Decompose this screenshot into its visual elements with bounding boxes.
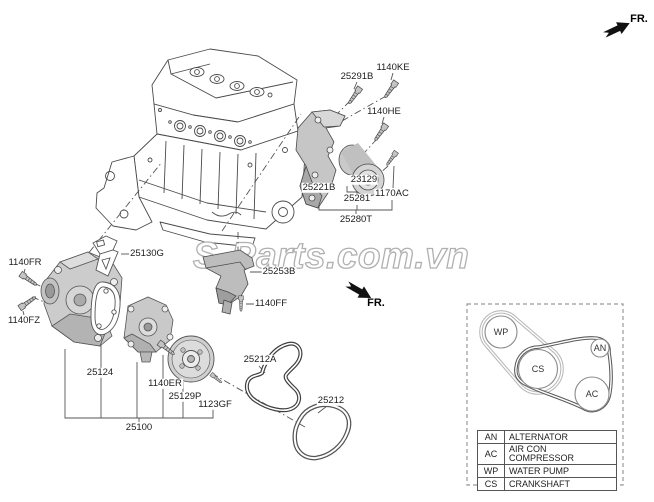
pulley-25129P-illustration (167, 335, 215, 383)
legend-name: AIR CON COMPRESSOR (504, 443, 617, 465)
legend-row-an: AN ALTERNATOR (477, 430, 617, 444)
part-label-1140FZ: 1140FZ (6, 314, 42, 327)
bolt-1140FF-icon (238, 295, 244, 312)
part-label-25100: 25100 (124, 421, 154, 434)
part-label-25253B: 25253B (261, 265, 297, 278)
ac-pulley-circle (574, 376, 610, 412)
part-label-1123GF: 1123GF (197, 398, 233, 411)
water-pump-illustration (123, 296, 174, 363)
legend-name: CRANKSHAFT (504, 477, 617, 491)
part-label-25221B: 25221B (301, 181, 337, 194)
part-label-25280T: 25280T (338, 213, 374, 226)
legend-abbr: CS (477, 477, 505, 491)
legend-row-cs: CS CRANKSHAFT (477, 477, 617, 491)
legend-abbr: AN (477, 430, 505, 444)
wp-pulley-label: WP (494, 327, 509, 337)
part-label-23129: 23129 (349, 173, 379, 186)
part-label-25212: 25212 (316, 394, 346, 407)
ac-pulley-label: AC (586, 389, 599, 399)
bolt-1140FZ-icon (17, 294, 38, 311)
gasket-25124-illustration (90, 281, 121, 336)
part-label-25281: 25281 (342, 192, 372, 205)
legend-row-wp: WP WATER PUMP (477, 464, 617, 478)
bracket-25221B-illustration (295, 109, 346, 209)
engine-illustration (95, 48, 307, 248)
part-label-1140FR: 1140FR (7, 256, 43, 269)
legend-abbr: WP (477, 464, 505, 478)
part-label-1140HE: 1140HE (366, 105, 402, 118)
heat-protector-25253B-illustration (202, 249, 255, 315)
gasket-25130G-illustration (92, 235, 119, 277)
bolt-1140HE-icon (372, 122, 389, 143)
cs-pulley-circle (517, 348, 559, 390)
bolt-1140KE-icon (382, 79, 399, 100)
legend-row-ac: AC AIR CON COMPRESSOR (477, 443, 617, 465)
legend-table: AN ALTERNATOR AC AIR CON COMPRESSOR WP W… (477, 430, 617, 491)
part-label-25291B: 25291B (339, 70, 375, 83)
an-pulley-circle (590, 338, 610, 358)
belt-25212A-illustration (244, 341, 303, 413)
part-label-25124: 25124 (85, 366, 115, 379)
cs-pulley-label: CS (532, 364, 545, 374)
legend-name: ALTERNATOR (504, 430, 617, 444)
belt-25212-illustration (292, 402, 352, 461)
bolt-25291B-icon (346, 85, 363, 106)
part-label-1140FF: 1140FF (253, 297, 289, 310)
fr-direction-arrow-top-icon (601, 17, 633, 41)
legend-name: WATER PUMP (504, 464, 617, 478)
legend-abbr: AC (477, 443, 505, 465)
part-label-1140ER: 1140ER (147, 377, 183, 390)
belt-routing-diagram: WP CS AN AC (466, 303, 624, 486)
part-label-25212A: 25212A (242, 353, 278, 366)
part-label-1140KE: 1140KE (375, 61, 411, 74)
watermark-text: S-Parts.com.vn (193, 235, 469, 276)
part-label-1170AC: 1170AC (374, 187, 410, 200)
part-label-25129P: 25129P (167, 390, 203, 403)
bolt-1170AC-icon (384, 149, 399, 168)
fr-text-top: FR. (630, 13, 648, 25)
wp-pulley-circle (484, 315, 518, 349)
fr-text-inline: FR. (367, 297, 385, 309)
part-label-25130G: 25130G (129, 247, 165, 260)
an-pulley-label: AN (594, 343, 607, 353)
bolt-1140FR-icon (18, 271, 39, 288)
